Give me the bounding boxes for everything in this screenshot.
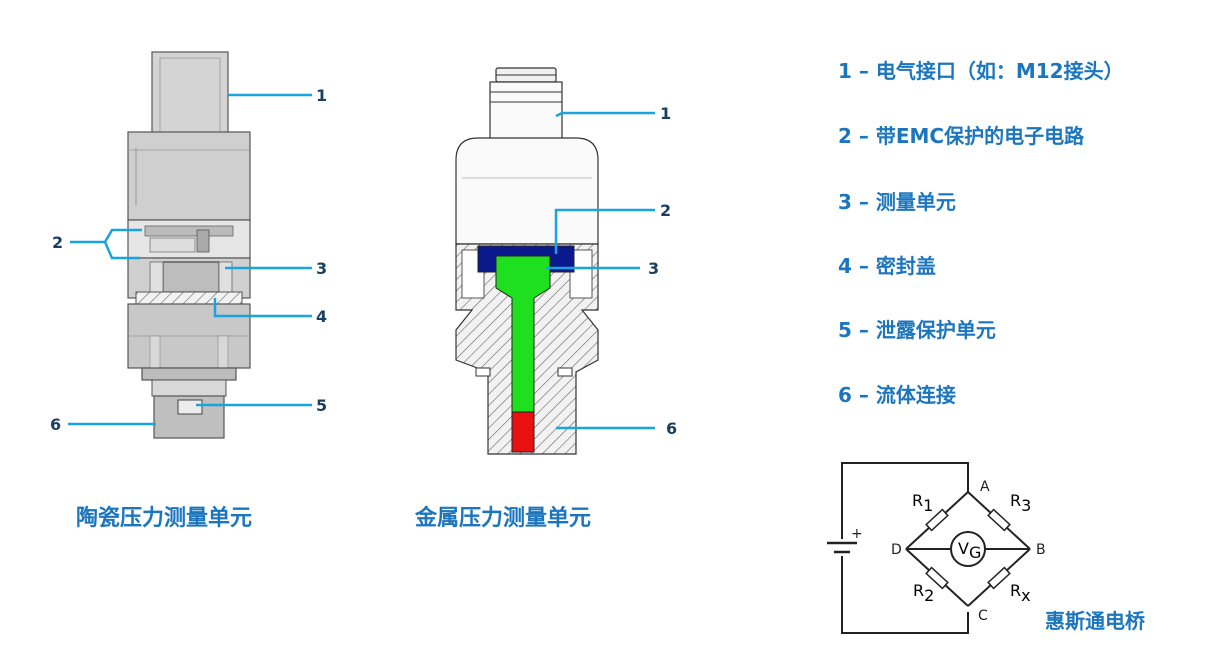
metal-callout-3: 3 — [648, 259, 659, 278]
metal-connector — [489, 81, 563, 141]
metal-callout-1: 1 — [660, 104, 671, 123]
legend-item-4: 4 – 密封盖 — [838, 254, 936, 278]
resistor-r3: R3 — [1010, 491, 1031, 515]
ceramic-callout-6: 6 — [50, 415, 61, 434]
bridge-caption: 惠斯通电桥 — [1045, 609, 1145, 633]
node-c: C — [978, 608, 988, 624]
node-a: A — [980, 479, 990, 495]
ceramic-leader-lines — [68, 93, 312, 426]
bridge-labels: + A B C D R1 R3 R2 Rx VG — [851, 479, 1046, 624]
ceramic-callout-3: 3 — [316, 259, 327, 278]
metal-caption: 金属压力测量单元 — [415, 506, 592, 531]
metal-fluid-channel — [511, 411, 535, 453]
ceramic-housing-top — [127, 131, 251, 221]
resistor-rx: Rx — [1010, 581, 1031, 605]
wheatstone-bridge — [827, 462, 1031, 634]
legend-item-1: 1 – 电气接口（如：M12接头） — [838, 59, 1124, 83]
metal-housing-top — [455, 137, 599, 245]
ceramic-callout-labels: 1 2 3 4 5 6 — [50, 86, 327, 434]
ceramic-callout-2: 2 — [52, 233, 63, 252]
battery-plus: + — [851, 526, 863, 542]
legend-item-3: 3 – 测量单元 — [838, 190, 956, 214]
ceramic-seal-ring — [135, 291, 243, 305]
legend-item-2: 2 – 带EMC保护的电子电路 — [838, 124, 1085, 148]
ceramic-callout-4: 4 — [316, 307, 327, 326]
ceramic-callout-1: 1 — [316, 86, 327, 105]
metal-callout-2: 2 — [660, 201, 671, 220]
resistor-r1: R1 — [912, 491, 933, 515]
ceramic-callout-5: 5 — [316, 396, 327, 415]
ceramic-connector — [151, 51, 229, 137]
legend-item-6: 6 – 流体连接 — [838, 383, 956, 407]
ceramic-sensor-drawing — [127, 51, 251, 439]
node-d: D — [891, 542, 902, 558]
metal-leader-lines — [546, 111, 655, 430]
ceramic-caption: 陶瓷压力测量单元 — [76, 506, 253, 531]
resistor-r2: R2 — [913, 581, 934, 605]
metal-callout-labels: 1 2 3 6 — [648, 104, 677, 438]
legend-item-5: 5 – 泄露保护单元 — [838, 318, 996, 342]
node-b: B — [1036, 542, 1046, 558]
metal-callout-6: 6 — [666, 419, 677, 438]
metal-sensor-drawing — [455, 67, 599, 455]
meter-vg: VG — [958, 539, 981, 562]
